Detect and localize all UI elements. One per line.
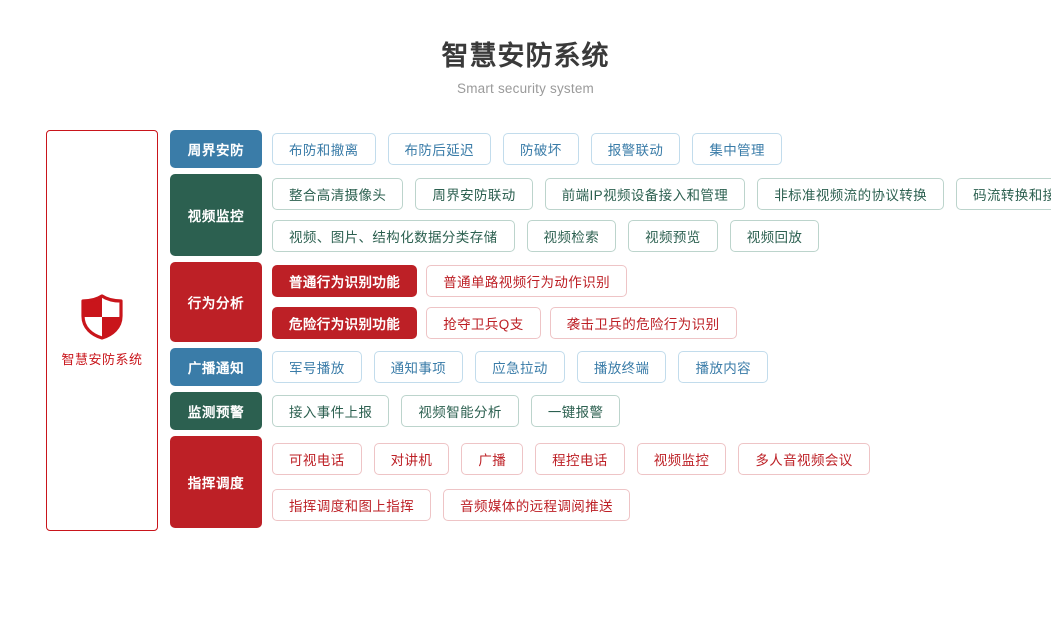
- category-items: 布防和撤离布防后延迟防破坏报警联动集中管理: [262, 130, 1050, 168]
- category-row: 广播通知军号播放通知事项应急拉动播放终端播放内容: [170, 348, 1050, 386]
- feature-item[interactable]: 袭击卫兵的危险行为识别: [549, 306, 737, 339]
- category-row: 周界安防布防和撤离布防后延迟防破坏报警联动集中管理: [170, 130, 1050, 168]
- feature-item[interactable]: 码流转换和接口转换: [956, 178, 1051, 210]
- item-line: 军号播放通知事项应急拉动播放终端播放内容: [272, 351, 1050, 383]
- feature-item[interactable]: 接入事件上报: [272, 395, 390, 427]
- feature-item[interactable]: 报警联动: [590, 133, 681, 165]
- category-label-6[interactable]: 指挥调度: [170, 436, 262, 528]
- item-line: 接入事件上报视频智能分析一键报警: [272, 395, 1050, 427]
- category-row: 监测预警接入事件上报视频智能分析一键报警: [170, 392, 1050, 430]
- item-group-tag[interactable]: 普通行为识别功能: [272, 265, 418, 298]
- feature-item[interactable]: 应急拉动: [475, 351, 565, 383]
- category-items: 整合高清摄像头周界安防联动前端IP视频设备接入和管理非标准视频流的协议转换码流转…: [262, 174, 1051, 256]
- feature-item[interactable]: 一键报警: [530, 395, 621, 427]
- page-header: 智慧安防系统 Smart security system: [0, 0, 1051, 96]
- feature-item[interactable]: 播放终端: [576, 351, 667, 383]
- category-items: 接入事件上报视频智能分析一键报警: [262, 392, 1050, 430]
- feature-item[interactable]: 视频预览: [628, 220, 718, 252]
- category-row: 指挥调度可视电话对讲机广播程控电话视频监控多人音视频会议指挥调度和图上指挥音频媒…: [170, 436, 1050, 528]
- category-row: 视频监控整合高清摄像头周界安防联动前端IP视频设备接入和管理非标准视频流的协议转…: [170, 174, 1051, 256]
- category-rows: 周界安防布防和撤离布防后延迟防破坏报警联动集中管理视频监控整合高清摄像头周界安防…: [170, 130, 1051, 534]
- category-items: 可视电话对讲机广播程控电话视频监控多人音视频会议指挥调度和图上指挥音频媒体的远程…: [262, 436, 1050, 528]
- feature-item[interactable]: 视频检索: [526, 220, 617, 252]
- category-items: 军号播放通知事项应急拉动播放终端播放内容: [262, 348, 1050, 386]
- feature-item[interactable]: 前端IP视频设备接入和管理: [544, 178, 746, 210]
- item-group-tag[interactable]: 危险行为识别功能: [272, 306, 418, 339]
- feature-item[interactable]: 视频监控: [636, 443, 727, 476]
- feature-item[interactable]: 可视电话: [272, 443, 362, 476]
- item-line: 可视电话对讲机广播程控电话视频监控多人音视频会议: [272, 443, 1050, 476]
- feature-item[interactable]: 视频智能分析: [401, 395, 519, 427]
- item-line: 危险行为识别功能抢夺卫兵Q支袭击卫兵的危险行为识别: [272, 306, 1050, 339]
- category-label-3[interactable]: 行为分析: [170, 262, 262, 342]
- category-label-4[interactable]: 广播通知: [170, 348, 262, 386]
- feature-item[interactable]: 防破坏: [503, 133, 579, 165]
- category-label-1[interactable]: 周界安防: [170, 130, 262, 168]
- feature-item[interactable]: 广播: [461, 443, 524, 476]
- brand-panel: 智慧安防系统: [46, 130, 158, 531]
- feature-item[interactable]: 普通单路视频行为动作识别: [426, 265, 628, 298]
- feature-item[interactable]: 军号播放: [272, 351, 362, 383]
- feature-item[interactable]: 程控电话: [535, 443, 625, 476]
- feature-item[interactable]: 通知事项: [373, 351, 464, 383]
- feature-item[interactable]: 抢夺卫兵Q支: [426, 306, 541, 339]
- shield-icon: [80, 293, 124, 340]
- feature-item[interactable]: 音频媒体的远程调阅推送: [443, 488, 631, 521]
- feature-item[interactable]: 指挥调度和图上指挥: [272, 488, 432, 521]
- feature-item[interactable]: 视频、图片、结构化数据分类存储: [272, 220, 515, 252]
- feature-item[interactable]: 周界安防联动: [415, 178, 533, 210]
- page-subtitle: Smart security system: [457, 81, 594, 97]
- category-label-2[interactable]: 视频监控: [170, 174, 262, 256]
- item-line: 整合高清摄像头周界安防联动前端IP视频设备接入和管理非标准视频流的协议转换码流转…: [272, 178, 1051, 210]
- item-line: 视频、图片、结构化数据分类存储视频检索视频预览视频回放: [272, 220, 1051, 252]
- feature-item[interactable]: 非标准视频流的协议转换: [757, 178, 945, 210]
- feature-item[interactable]: 布防后延迟: [387, 133, 491, 165]
- category-row: 行为分析普通行为识别功能普通单路视频行为动作识别危险行为识别功能抢夺卫兵Q支袭击…: [170, 262, 1050, 342]
- brand-label: 智慧安防系统: [61, 351, 143, 367]
- feature-item[interactable]: 对讲机: [373, 443, 450, 476]
- feature-item[interactable]: 视频回放: [729, 220, 820, 252]
- category-label-5[interactable]: 监测预警: [170, 392, 262, 430]
- feature-item[interactable]: 集中管理: [692, 133, 782, 165]
- category-items: 普通行为识别功能普通单路视频行为动作识别危险行为识别功能抢夺卫兵Q支袭击卫兵的危…: [262, 262, 1050, 342]
- feature-item[interactable]: 播放内容: [678, 351, 769, 383]
- item-line: 普通行为识别功能普通单路视频行为动作识别: [272, 265, 1050, 298]
- feature-item[interactable]: 多人音视频会议: [738, 443, 870, 476]
- page-title: 智慧安防系统: [441, 41, 610, 71]
- feature-item[interactable]: 布防和撤离: [272, 133, 376, 165]
- item-line: 布防和撤离布防后延迟防破坏报警联动集中管理: [272, 133, 1050, 165]
- item-line: 指挥调度和图上指挥音频媒体的远程调阅推送: [272, 488, 1050, 521]
- feature-item[interactable]: 整合高清摄像头: [272, 178, 404, 210]
